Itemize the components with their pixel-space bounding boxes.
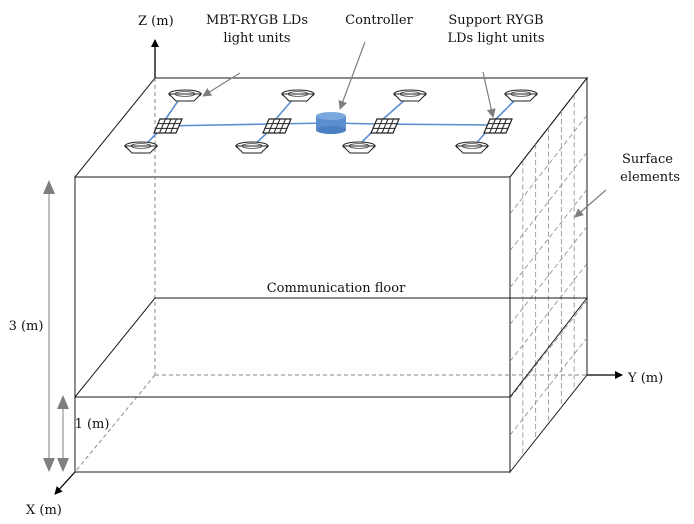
mbt-units-label-line2: light units [223, 31, 290, 46]
grid-array-icon [483, 118, 513, 134]
hexagonal-lamp-icon [503, 89, 539, 102]
surface-elements-label-line1: Surface [622, 152, 673, 167]
grid-array-icon [153, 118, 183, 134]
x-axis [54, 471, 76, 495]
hexagonal-lamp-icon [341, 141, 377, 154]
grid-array-icon [370, 118, 400, 134]
support-units-label-line1: Support RYGB [448, 13, 543, 28]
height-dimension-room [43, 180, 55, 472]
hexagonal-lamp-icon [454, 141, 490, 154]
callout-arrows [202, 41, 607, 218]
communication-floor-plane [73, 297, 589, 398]
room-front-face [74, 176, 511, 473]
surface-grid-line [509, 114, 588, 215]
hexagonal-lamp-icon [123, 141, 159, 154]
grid-array-icon [262, 118, 292, 134]
axis-x-label: X (m) [26, 503, 62, 518]
hexagonal-lamp-icon [392, 89, 428, 102]
hexagonal-lamp-icon [167, 89, 203, 102]
surface-elements-grid [509, 94, 588, 456]
light-units [123, 89, 539, 154]
surface-grid-line [509, 189, 588, 288]
surface-grid-line [509, 337, 588, 436]
axis-y-label: Y (m) [627, 371, 663, 386]
hidden-edges [74, 78, 587, 473]
support-units-label-line2: LDs light units [447, 31, 544, 46]
hexagonal-lamp-icon [280, 89, 316, 102]
height-dimension-floor [57, 395, 69, 472]
height-floor-label: 1 (m) [75, 417, 110, 432]
axis-z-label: Z (m) [138, 14, 174, 29]
surface-grid-line [509, 263, 588, 362]
surface-elements-label-line2: elements [620, 170, 680, 185]
mbt-units-label-line1: MBT-RYGB LDs [206, 13, 308, 28]
hexagonal-lamp-icon [234, 141, 270, 154]
support-units [153, 118, 513, 134]
surface-grid-line [509, 300, 588, 399]
surface-grid-line [509, 152, 588, 251]
controller-label: Controller [345, 13, 413, 28]
cylinder-icon [316, 112, 346, 134]
surface-grid-line [509, 226, 588, 325]
height-room-label: 3 (m) [9, 319, 44, 334]
communication-floor-label: Communication floor [267, 281, 406, 296]
